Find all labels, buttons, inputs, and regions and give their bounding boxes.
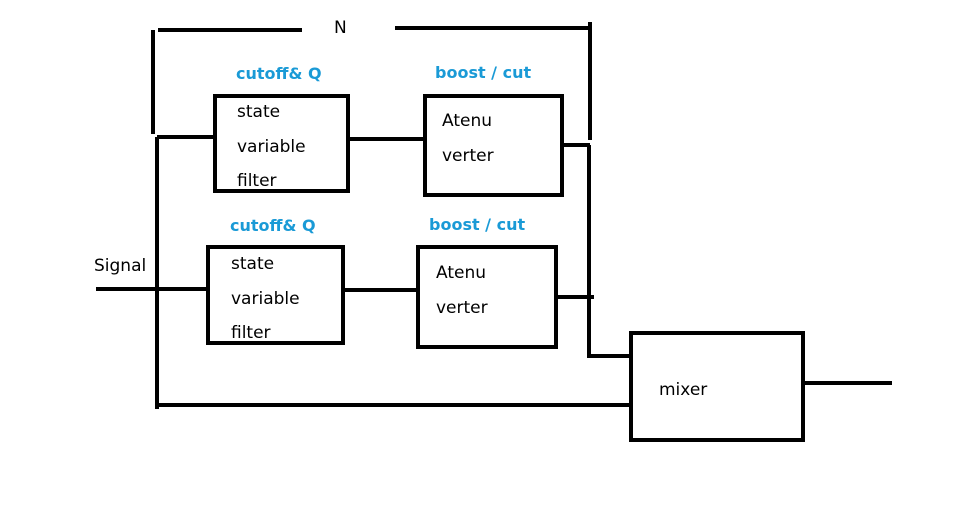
mixer-block — [629, 331, 805, 442]
band1-gain-line1: Atenu — [442, 111, 492, 131]
n-bracket-label: N — [334, 18, 347, 38]
band1-svf-block — [213, 94, 350, 193]
band1-svf-line1: state — [237, 102, 280, 122]
band2-svf-line1: state — [231, 254, 274, 274]
band2-gain-line1: Atenu — [436, 263, 486, 283]
band1-svf-line3: filter — [237, 171, 277, 191]
band1-gain-block — [423, 94, 564, 197]
mixer-label: mixer — [659, 380, 707, 400]
n-bracket — [151, 22, 592, 140]
band1-gain-line2: verter — [442, 146, 494, 166]
band1-filter-param-label: cutoff& Q — [236, 64, 322, 83]
signal-input-label: Signal — [94, 256, 146, 276]
band2-svf-line3: filter — [231, 323, 271, 343]
band1-gain-param-label: boost / cut — [435, 63, 531, 82]
band-1: cutoff& Q boost / cut state variable fil… — [213, 63, 590, 197]
band2-gain-block — [416, 245, 558, 349]
band2-filter-param-label: cutoff& Q — [230, 216, 316, 235]
band2-svf-block — [206, 245, 345, 345]
band2-svf-line2: variable — [231, 289, 300, 309]
band-2: cutoff& Q boost / cut state variable fil… — [206, 215, 594, 349]
band2-gain-line2: verter — [436, 298, 488, 318]
band1-svf-line2: variable — [237, 137, 306, 157]
band2-gain-param-label: boost / cut — [429, 215, 525, 234]
